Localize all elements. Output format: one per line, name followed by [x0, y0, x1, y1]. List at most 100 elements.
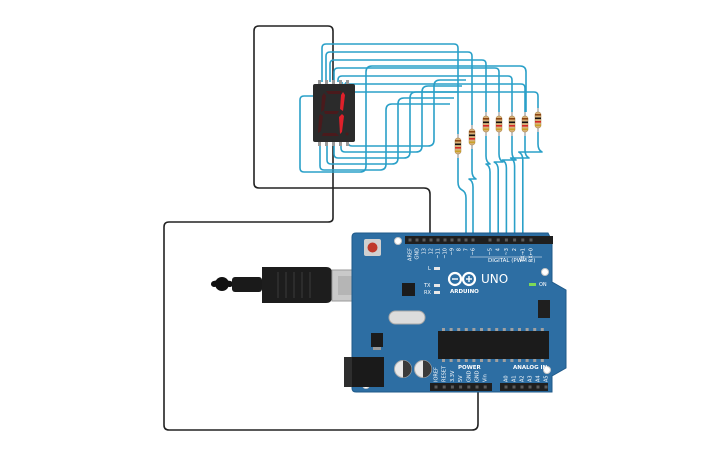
- power-pin[interactable]: [475, 385, 479, 389]
- segment-c: [339, 114, 344, 134]
- power-pin[interactable]: [483, 385, 487, 389]
- display-segments: [318, 91, 349, 136]
- power-pin[interactable]: [442, 385, 446, 389]
- signal-wire[interactable]: [457, 158, 467, 240]
- digital-pin[interactable]: [415, 238, 419, 242]
- microcontroller-legs: [442, 328, 544, 362]
- usb-cable-end: [215, 277, 229, 291]
- segment-d: [322, 133, 339, 136]
- resistors: [454, 108, 542, 158]
- analog-pin[interactable]: [544, 385, 548, 389]
- dc-jack-front: [344, 357, 352, 387]
- mount-hole: [394, 237, 402, 245]
- power-pin[interactable]: [467, 385, 471, 389]
- analog-pin[interactable]: [520, 385, 524, 389]
- digital-pin[interactable]: [457, 238, 461, 242]
- digital-pin[interactable]: [496, 238, 500, 242]
- usb-plug-grip: [277, 272, 311, 298]
- digital-pin[interactable]: [450, 238, 454, 242]
- digital-pin-label: 13: [422, 248, 428, 254]
- signal-wire[interactable]: [299, 65, 527, 173]
- power-pin-label: GND: [475, 370, 481, 382]
- power-pin-label: RESET: [442, 365, 448, 382]
- power-pin[interactable]: [450, 385, 454, 389]
- digital-pin-label: ~11: [436, 248, 442, 259]
- regulator-tab: [373, 347, 381, 350]
- digital-pin[interactable]: [529, 238, 533, 242]
- display-pins-bottom: [318, 142, 349, 146]
- digital-pin-label: 8: [457, 248, 463, 251]
- on-label: ON: [539, 282, 547, 288]
- ground-wire-display-loop[interactable]: [253, 25, 431, 238]
- power-pin[interactable]: [434, 385, 438, 389]
- resistor[interactable]: [468, 125, 476, 149]
- signal-wire[interactable]: [333, 67, 500, 112]
- analog-header: [500, 383, 548, 391]
- analog-pin[interactable]: [536, 385, 540, 389]
- resistor[interactable]: [482, 112, 490, 136]
- arduino-logo: [447, 271, 477, 287]
- power-pin[interactable]: [459, 385, 463, 389]
- resistor[interactable]: [454, 134, 462, 158]
- digital-pin[interactable]: [422, 238, 426, 242]
- reset-button[interactable]: [367, 242, 378, 253]
- ground-wire-display-to-power[interactable]: [163, 25, 479, 431]
- digital-pin[interactable]: [513, 238, 517, 242]
- digital-pin-label: 2: [512, 248, 518, 251]
- power-pin-label: 3.3V: [450, 370, 456, 382]
- usb-strain-relief: [232, 277, 262, 292]
- digital-header: [405, 236, 553, 244]
- resistor[interactable]: [508, 112, 516, 136]
- segment-a: [326, 91, 342, 94]
- digital-pin[interactable]: [504, 238, 508, 242]
- digital-pin[interactable]: [488, 238, 492, 242]
- digital-pin[interactable]: [471, 238, 475, 242]
- power-pin-label: GND: [466, 370, 472, 382]
- analog-pin[interactable]: [528, 385, 532, 389]
- signal-wire[interactable]: [501, 136, 517, 240]
- digital-pin-label: ~5: [488, 248, 494, 255]
- digital-pin[interactable]: [436, 238, 440, 242]
- digital-pin[interactable]: [443, 238, 447, 242]
- signal-wire[interactable]: [468, 149, 477, 240]
- signal-wire[interactable]: [325, 51, 473, 125]
- resistor[interactable]: [534, 108, 542, 132]
- digital-pin[interactable]: [408, 238, 412, 242]
- digital-pin-label: ~6: [471, 248, 477, 255]
- digital-pin-label: 12: [429, 248, 435, 254]
- regulator: [371, 333, 383, 347]
- seven-segment-display[interactable]: 1: [313, 80, 355, 146]
- signal-wire[interactable]: [333, 91, 458, 159]
- digital-pin-label: RX←0: [529, 248, 535, 262]
- signal-wire[interactable]: [321, 43, 459, 134]
- digital-pin[interactable]: [464, 238, 468, 242]
- signal-wire[interactable]: [337, 75, 513, 112]
- digital-pins: [408, 238, 533, 242]
- crystal: [388, 310, 426, 325]
- led-label-rx: RX: [424, 290, 431, 296]
- resistor[interactable]: [495, 112, 503, 136]
- signal-wire[interactable]: [485, 136, 491, 240]
- analog-pin-label: A2: [520, 375, 526, 382]
- signal-wires: [299, 43, 543, 240]
- usb-chip: [402, 283, 415, 296]
- mount-hole: [543, 366, 551, 374]
- analog-pin[interactable]: [512, 385, 516, 389]
- signal-wire[interactable]: [518, 132, 543, 240]
- signal-wire[interactable]: [329, 59, 487, 112]
- resistor[interactable]: [521, 112, 529, 136]
- digital-pin[interactable]: [521, 238, 525, 242]
- segment-f: [321, 93, 326, 112]
- digital-header-label: DIGITAL (PWM ~): [488, 258, 535, 264]
- signal-wire[interactable]: [493, 136, 504, 240]
- signal-wire[interactable]: [326, 97, 454, 165]
- signal-wire[interactable]: [319, 103, 450, 171]
- signal-wire[interactable]: [340, 85, 462, 153]
- digital-pin[interactable]: [429, 238, 433, 242]
- led-label-l: L: [428, 266, 431, 272]
- led-label-tx: TX: [423, 283, 431, 289]
- analog-pin[interactable]: [504, 385, 508, 389]
